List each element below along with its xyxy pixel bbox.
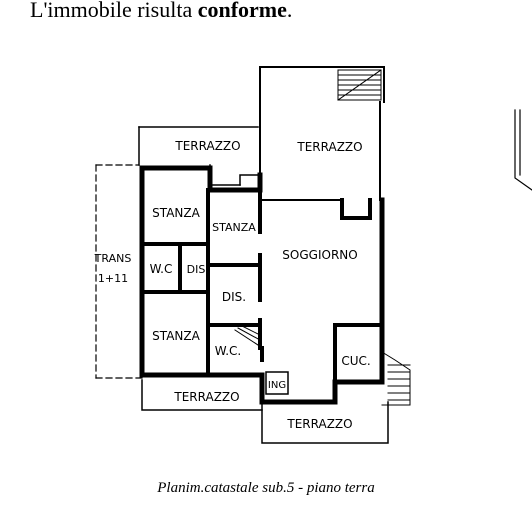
label-wc-left: W.C: [150, 262, 173, 276]
label-soggiorno: SOGGIORNO: [282, 248, 357, 262]
far-right-fragment: [514, 109, 532, 191]
label-stanza-lower: STANZA: [152, 329, 200, 343]
stairs-upper-right: [337, 69, 382, 101]
label-terrazzo-bottom-left: TERRAZZO: [173, 390, 239, 404]
intro-bold-word: conforme: [197, 0, 287, 22]
plan-caption: Planim.catastale sub.5 - piano terra: [157, 480, 375, 496]
label-ing: ING: [268, 380, 286, 391]
terrace-lower-left-outline: [141, 379, 263, 411]
label-dis: DIS.: [222, 290, 246, 304]
label-terrazzo-bottom-right: TERRAZZO: [286, 417, 352, 431]
intro-text: L'immobile risulta: [30, 0, 198, 22]
terrace-lower-right-outline: [261, 401, 389, 444]
stairs-lower-right: [381, 351, 411, 406]
main-walls: [139, 165, 385, 405]
label-terrazzo-top-left: TERRAZZO: [174, 139, 240, 153]
terrace-upper-left-outline: [138, 126, 261, 186]
intro-line: L'immobile risulta conforme.: [30, 0, 292, 24]
dashed-boundary: [95, 164, 143, 379]
label-stanza-upper: STANZA: [152, 206, 200, 220]
label-cuc: CUC.: [341, 354, 370, 368]
interior-stair: [234, 325, 261, 346]
entrance-outline: [265, 371, 289, 395]
label-wc-lower: W.C.: [215, 344, 242, 358]
label-trans-number: 1+11: [98, 272, 128, 285]
interior-walls: [140, 188, 384, 384]
label-terrazzo-top-right: TERRAZZO: [296, 140, 362, 154]
label-dis-small: DIS: [187, 263, 206, 276]
label-trans: TRANS: [94, 252, 132, 265]
terrace-upper-right-outline: [259, 66, 385, 201]
intro-end: .: [286, 0, 293, 22]
label-stanza-middle: STANZA: [212, 221, 256, 234]
